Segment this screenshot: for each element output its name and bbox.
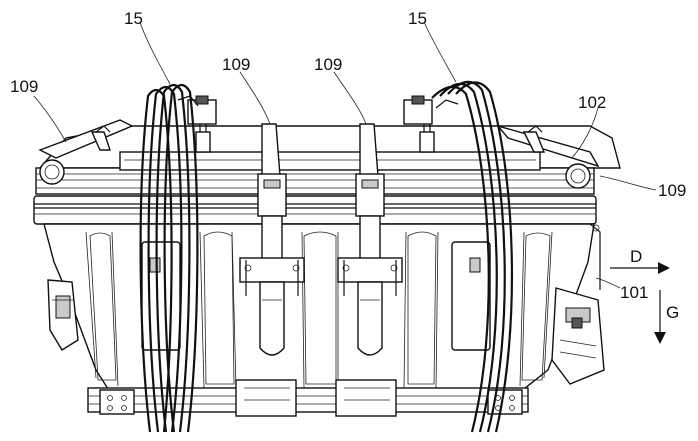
leader-strap-left — [239, 71, 271, 125]
leader-hook-right — [599, 175, 657, 191]
left-lifting-eye — [38, 119, 134, 185]
reference-labels: 15 15 109 109 109 102 109 101 — [10, 9, 686, 302]
label-102: 102 — [578, 93, 606, 112]
direction-label-g: G — [666, 303, 679, 322]
strap-right — [337, 123, 403, 356]
label-15-right: 15 — [408, 9, 427, 28]
leader-clamp-right — [423, 21, 457, 83]
clamp-ring-left — [139, 83, 199, 433]
label-109-strap-right: 109 — [314, 55, 342, 74]
right-lifting-eye — [496, 124, 600, 189]
left-side-bracket — [47, 279, 79, 351]
leader-hook-left — [33, 95, 67, 143]
label-109-hook-left: 109 — [10, 77, 38, 96]
leader-lines — [33, 21, 657, 289]
direction-arrow-d: D — [610, 247, 670, 274]
basin-side-panels — [141, 241, 491, 351]
leader-housing — [571, 107, 599, 159]
housing-body — [33, 125, 621, 417]
label-109-hook-right: 109 — [658, 181, 686, 200]
direction-label-d: D — [630, 247, 642, 266]
leader-strap-right — [333, 71, 367, 125]
label-109-strap-left: 109 — [222, 55, 250, 74]
leader-bracket — [595, 277, 621, 289]
bracket-101 — [551, 223, 605, 385]
label-15-left: 15 — [124, 9, 143, 28]
strap-left — [239, 123, 305, 356]
label-101: 101 — [620, 283, 648, 302]
direction-arrow-g: G — [654, 290, 679, 344]
clamp-ring-right — [431, 80, 513, 433]
leader-clamp-left — [139, 21, 171, 85]
